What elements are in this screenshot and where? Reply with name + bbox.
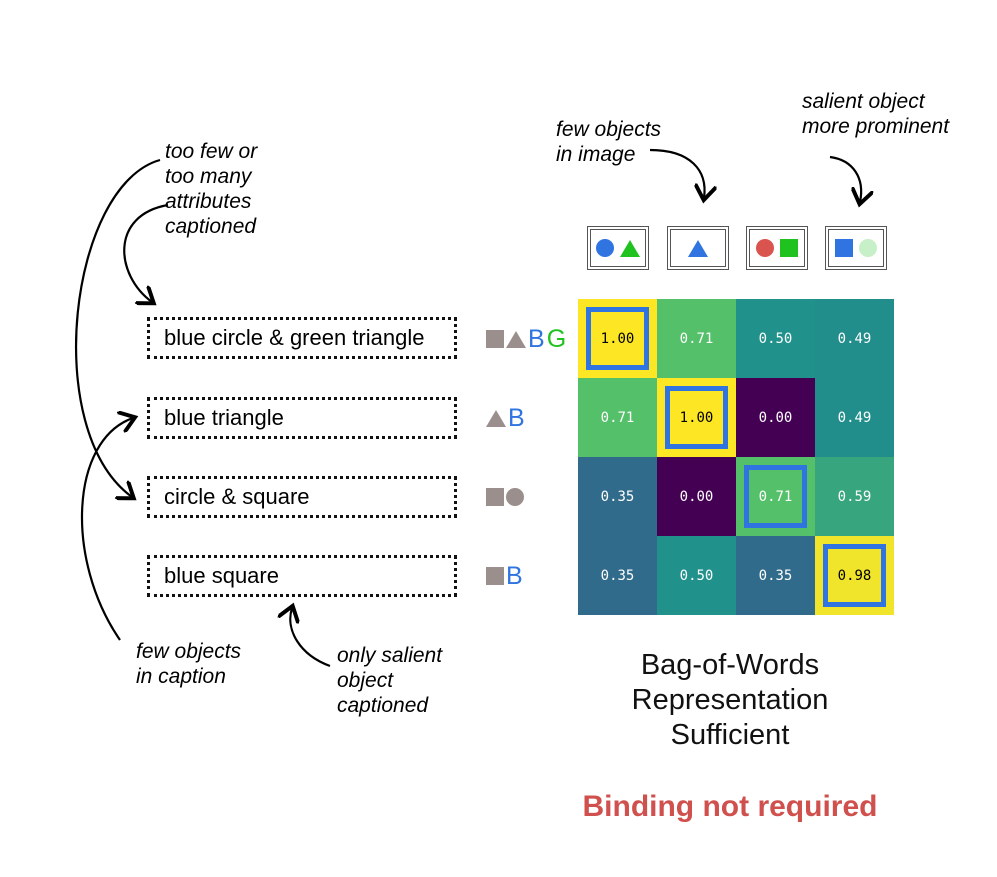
tokens-row-2: B <box>486 403 525 433</box>
heatmap-cell: 0.98 <box>815 536 894 615</box>
image-thumb-2 <box>667 226 729 270</box>
tokens-row-1: B G <box>486 324 566 354</box>
heatmap-cell: 0.35 <box>578 536 657 615</box>
heatmap-cell: 0.00 <box>657 457 736 536</box>
green-triangle-icon <box>620 239 640 257</box>
caption-text: blue square <box>164 563 279 588</box>
bow-label-line1: Bag-of-Words <box>640 649 820 681</box>
token-blue: B <box>528 324 545 353</box>
heatmap-cell: 0.35 <box>578 457 657 536</box>
tokens-row-3 <box>486 482 524 512</box>
diagonal-highlight <box>744 465 807 528</box>
caption-box-4: blue square <box>147 555 457 597</box>
annotation-few-objects-caption: few objects in caption <box>136 640 242 688</box>
bow-label-line2: Representation <box>631 684 829 716</box>
gray-square-icon <box>486 488 504 506</box>
annotation-few-objects-image: few objects in image <box>556 118 662 166</box>
caption-text: blue triangle <box>164 405 284 430</box>
green-square-icon <box>780 239 798 257</box>
arrow-attributes-to-caption3 <box>74 158 161 497</box>
annotation-only-salient: only salient object captioned <box>337 644 443 717</box>
image-thumb-4 <box>825 226 887 270</box>
heatmap-cell: 0.35 <box>736 536 815 615</box>
caption-box-3: circle & square <box>147 476 457 518</box>
caption-box-1: blue circle & green triangle <box>147 317 457 359</box>
binding-label: Binding not required <box>582 790 878 823</box>
gray-square-icon <box>486 567 504 585</box>
diagonal-highlight <box>823 544 886 607</box>
token-green: G <box>546 324 567 353</box>
image-thumb-1 <box>587 226 649 270</box>
heatmap-cell: 0.50 <box>736 299 815 378</box>
blue-square-icon <box>835 239 853 257</box>
tokens-row-4: B <box>486 561 523 591</box>
image-thumb-3 <box>746 226 808 270</box>
blue-triangle-icon <box>688 239 708 257</box>
token-blue: B <box>506 561 523 590</box>
arrow-salient-caption <box>290 608 331 668</box>
diagonal-highlight <box>665 386 728 449</box>
gray-triangle-icon <box>486 409 506 427</box>
token-blue: B <box>508 403 525 432</box>
light-green-circle-icon <box>859 239 877 257</box>
caption-text: circle & square <box>164 484 310 509</box>
arrow-caption-to-caption2 <box>80 418 133 641</box>
annotation-attributes: too few or too many attributes captioned <box>165 140 258 238</box>
bow-label-line3: Sufficient <box>670 719 790 751</box>
caption-text: blue circle & green triangle <box>164 325 425 350</box>
arrow-attributes-to-caption1 <box>123 203 169 302</box>
red-circle-icon <box>756 239 774 257</box>
heatmap-cell: 0.00 <box>736 378 815 457</box>
arrow-few-objects-image <box>649 148 705 198</box>
gray-triangle-icon <box>506 330 526 348</box>
gray-circle-icon <box>506 488 524 506</box>
heatmap-cell: 0.50 <box>657 536 736 615</box>
heatmap-cell: 1.00 <box>578 299 657 378</box>
heatmap-cell: 0.71 <box>657 299 736 378</box>
heatmap-cell: 0.71 <box>736 457 815 536</box>
blue-circle-icon <box>596 239 614 257</box>
arrow-salient-image <box>829 155 861 202</box>
caption-box-2: blue triangle <box>147 397 457 439</box>
heatmap-cell: 0.71 <box>578 378 657 457</box>
annotation-salient-prominent: salient object more prominent <box>802 90 950 138</box>
gray-square-icon <box>486 330 504 348</box>
heatmap-cell: 0.59 <box>815 457 894 536</box>
heatmap-cell: 0.49 <box>815 299 894 378</box>
heatmap-cell: 1.00 <box>657 378 736 457</box>
diagonal-highlight <box>586 307 649 370</box>
heatmap-cell: 0.49 <box>815 378 894 457</box>
